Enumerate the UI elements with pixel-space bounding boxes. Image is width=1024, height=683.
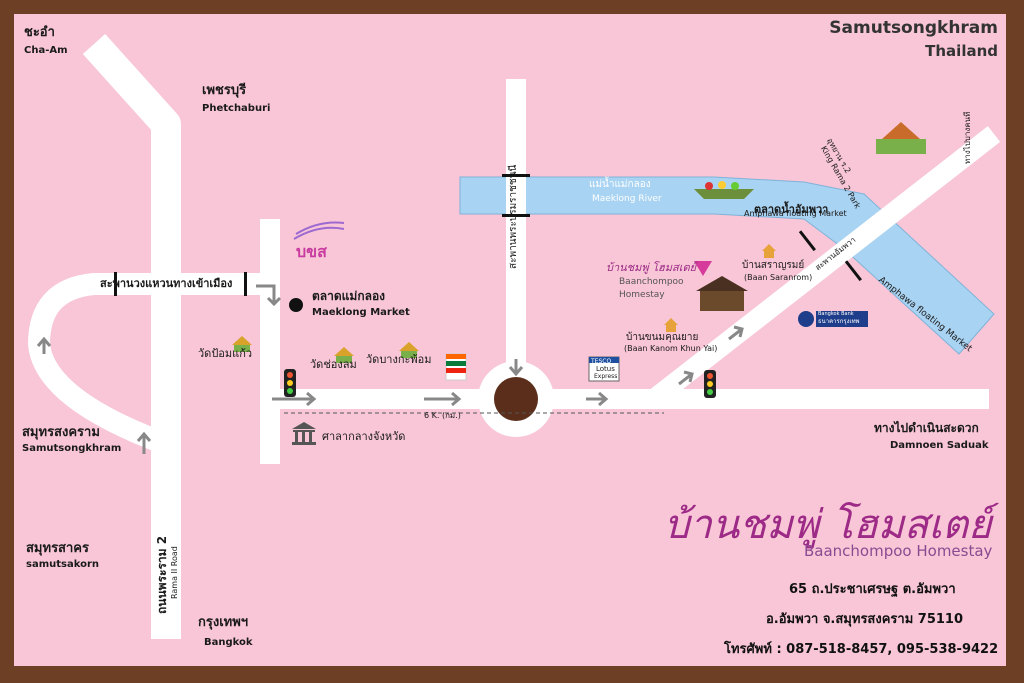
bang-khonthi-th: ทางไปบางคนที xyxy=(963,111,972,164)
rama2-park-icon xyxy=(876,122,926,154)
ring-bridge-label: สะพานวงแหวนทางเข้าเมือง xyxy=(100,277,233,290)
bridge-bar-top xyxy=(502,174,530,177)
traffic-light-1-icon xyxy=(284,369,296,397)
ring-bridge-bar2 xyxy=(244,272,247,296)
homestay-pin-th: บ้านชมพู่ โฮมสเตย์ xyxy=(606,261,697,274)
amphawa-market-en: Amphawa floating Market xyxy=(744,209,847,218)
provincial-hall-label: ศาลากลางจังหวัด xyxy=(322,430,406,443)
baan-saranrom-en: (Baan Saranrom) xyxy=(744,273,813,282)
maeklong-river xyxy=(459,176,995,355)
bangkok-bank-en: Bangkok Bank xyxy=(818,311,854,317)
homestay-pin-icon xyxy=(694,261,712,276)
samutsongkhram-en: Samutsongkhram xyxy=(22,443,122,454)
direction-arrows xyxy=(36,284,744,454)
maeklong-market-en: Maeklong Market xyxy=(312,307,410,318)
samutsakorn-en: samutsakorn xyxy=(26,559,100,570)
phetchaburi-en: Phetchaburi xyxy=(202,103,271,114)
phetchaburi-th: เพชรบุรี xyxy=(202,83,247,98)
ring-bridge-bar xyxy=(114,272,117,296)
brand-name-th: บ้านชมพู่ โฮมสเตย์ xyxy=(664,502,992,548)
maeklong-river-en: Maeklong River xyxy=(592,194,662,204)
baan-saranrom-house-icon xyxy=(762,244,776,258)
tesco-brand: TESCO xyxy=(591,358,612,365)
samutsongkhram-th: สมุทรสงคราม xyxy=(22,425,100,440)
bridge-top-label: สะพานพระบรมราชชนนี xyxy=(508,164,519,269)
road-network xyxy=(27,33,1001,639)
baan-kanom-house-icon xyxy=(664,318,678,332)
homestay-building-icon xyxy=(696,276,748,311)
provincial-hall-icon xyxy=(292,422,316,445)
km6-label: 6 K. (กม.) xyxy=(424,411,461,420)
tesco-name: Lotus xyxy=(596,365,615,373)
temple-icons xyxy=(232,336,419,363)
bangkok-bank-icon xyxy=(798,311,868,327)
wat-pom-kaew-label: วัดป้อมแก้ว xyxy=(198,347,253,360)
map-canvas: Samutsongkhram Thailand ชะอำ Cha-Am เพชร… xyxy=(14,14,1006,666)
damnoen-th: ทางไปดำเนินสะดวก xyxy=(874,421,979,435)
rama2-en: Rama II Road xyxy=(170,546,179,599)
rama2-th: ถนนพระราม 2 xyxy=(155,535,169,614)
baan-kanom-en: (Baan Kanom Khun Yai) xyxy=(624,344,718,353)
bks-label: บขส xyxy=(296,242,327,261)
roundabout-center xyxy=(494,377,538,421)
diagonal-road xyxy=(647,126,1001,407)
tesco-lotus-icon xyxy=(588,356,620,382)
rama2-road xyxy=(82,33,181,639)
amphawa-market-th: ตลาดน้ำอัมพวา xyxy=(754,203,829,216)
bks-logo-icon xyxy=(293,221,345,240)
damnoen-en: Damnoen Saduak xyxy=(890,440,989,451)
baan-saranrom-th: บ้านสราญรมย์ xyxy=(742,260,805,271)
maeklong-market-dot xyxy=(289,298,303,312)
samutsakorn-th: สมุทรสาคร xyxy=(26,541,89,556)
traffic-light-2-icon xyxy=(704,370,716,398)
baan-kanom-th: บ้านขนมคุณยาย xyxy=(626,332,699,343)
bangkok-en: Bangkok xyxy=(204,637,253,648)
brand-name-en: Baanchompoo Homestay xyxy=(804,542,993,560)
cha-am-en: Cha-Am xyxy=(24,45,68,56)
maeklong-river-th: แม่น้ำแม่กลอง xyxy=(589,179,651,190)
tesco-sub: Express xyxy=(594,373,618,380)
maeklong-market-th: ตลาดแม่กลอง xyxy=(312,289,386,303)
wat-chong-lom-label: วัดช่องลม xyxy=(310,358,357,371)
amphawa-bridge-bar2 xyxy=(844,260,862,282)
cha-am-th: ชะอำ xyxy=(24,25,55,40)
homestay-pin-en1: Baanchompoo xyxy=(619,277,684,287)
wat-bang-kapom-label: วัดบางกะพ้อม xyxy=(366,353,432,366)
phone-line: โทรศัพท์ : 087-518-8457, 095-538-9422 xyxy=(724,642,999,657)
map-title: Samutsongkhram xyxy=(829,18,998,38)
bangkok-bank-th: ธนาคารกรุงเทพ xyxy=(818,318,860,325)
bridge-bar-top2 xyxy=(502,214,530,217)
seven-eleven-icon xyxy=(445,353,467,381)
floating-market-boat-icon xyxy=(694,181,754,199)
homestay-pin-en2: Homestay xyxy=(619,290,665,300)
address-line-2: อ.อัมพวา จ.สมุทรสงคราม 75110 xyxy=(766,612,964,627)
amphawa-bridge-bar xyxy=(798,230,816,252)
address-line-1: 65 ถ.ประชาเศรษฐ ต.อัมพวา xyxy=(789,582,956,597)
bangkok-th: กรุงเทพฯ xyxy=(198,615,249,630)
map-subtitle: Thailand xyxy=(925,42,998,60)
